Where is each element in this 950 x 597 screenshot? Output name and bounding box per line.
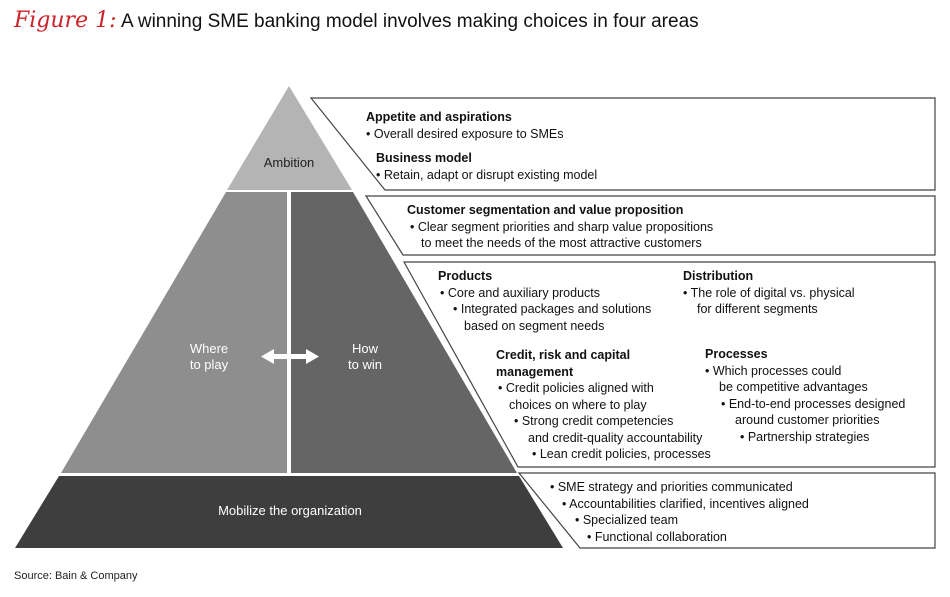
business-model-item: • Retain, adapt or disrupt existing mode… <box>376 167 598 182</box>
credit-item1-l2: choices on where to play <box>509 397 647 412</box>
pyramid-where-to-play-tier <box>61 192 287 473</box>
mobilize-label: Mobilize the organization <box>218 503 362 518</box>
figure-title: Figure 1: A winning SME banking model in… <box>14 8 699 33</box>
products-item1: • Core and auxiliary products <box>440 285 601 300</box>
products-item2-l2: based on segment needs <box>464 318 605 333</box>
segmentation-heading: Customer segmentation and value proposit… <box>407 203 684 217</box>
mobilize-box <box>517 472 936 549</box>
ambition-label: Ambition <box>263 155 315 170</box>
pyramid-how-to-win-tier <box>291 192 517 473</box>
credit-block: Credit, risk and capital management • Cr… <box>496 347 711 463</box>
pyramid-ambition-tier <box>227 86 352 190</box>
processes-item1-l2: be competitive advantages <box>719 380 868 394</box>
credit-heading-l1: Credit, risk and capital <box>496 348 631 362</box>
business-model-heading: Business model <box>376 151 472 165</box>
mobilize-item1: • SME strategy and priorities communicat… <box>550 480 793 494</box>
ambition-box <box>309 97 936 191</box>
credit-item2-l1: • Strong credit competencies <box>514 414 674 428</box>
mobilize-item4: • Functional collaboration <box>587 529 727 544</box>
products-item2-l1: • Integrated packages and solutions <box>453 302 652 316</box>
how-to-win-label: How to win <box>327 341 403 373</box>
segmentation-box-text: Customer segmentation and value proposit… <box>407 202 713 252</box>
distribution-line2: for different segments <box>697 302 818 316</box>
processes-heading: Processes <box>705 347 768 361</box>
appetite-heading: Appetite and aspirations <box>366 110 512 124</box>
source-note: Source: Bain & Company <box>14 570 138 582</box>
mobilize-item2: • Accountabilities clarified, incentives… <box>562 496 809 511</box>
processes-block: Processes • Which processes could be com… <box>705 346 905 445</box>
ambition-box-text: Appetite and aspirations • Overall desir… <box>366 109 564 142</box>
products-block: Products • Core and auxiliary products •… <box>438 268 651 334</box>
processes-item3: • Partnership strategies <box>740 429 870 444</box>
distribution-block: Distribution • The role of digital vs. p… <box>683 268 855 318</box>
segmentation-line1: • Clear segment priorities and sharp val… <box>410 219 714 234</box>
where-label-line1: Where <box>189 341 229 356</box>
pyramid-mobilize-tier <box>15 476 563 548</box>
figure-title-text: A winning SME banking model involves mak… <box>120 11 699 32</box>
processes-item2-l2: around customer priorities <box>735 413 880 427</box>
distribution-line1: • The role of digital vs. physical <box>683 285 855 300</box>
business-model-text: Business model • Retain, adapt or disrup… <box>376 150 597 183</box>
processes-item1-l1: • Which processes could <box>705 363 842 378</box>
products-heading: Products <box>438 269 493 283</box>
how-label-line1: How <box>351 341 378 356</box>
processes-item2-l1: • End-to-end processes designed <box>721 396 906 411</box>
credit-item2-l2: and credit-quality accountability <box>528 430 703 445</box>
how-to-win-box <box>402 261 936 468</box>
double-arrow-icon <box>261 349 319 364</box>
segmentation-box <box>364 195 936 256</box>
mobilize-box-text: • SME strategy and priorities communicat… <box>550 479 809 545</box>
where-to-play-label: Where to play <box>170 341 248 373</box>
where-label-line2: to play <box>189 357 229 372</box>
mobilize-item3: • Specialized team <box>575 513 679 527</box>
distribution-heading: Distribution <box>683 269 754 283</box>
credit-item3: • Lean credit policies, processes <box>532 447 711 461</box>
how-label-line2: to win <box>348 357 382 372</box>
figure-label: Figure 1: <box>14 8 117 33</box>
segmentation-line2: to meet the needs of the most attractive… <box>421 236 702 250</box>
credit-heading-l2: management <box>496 364 574 379</box>
appetite-item: • Overall desired exposure to SMEs <box>366 126 564 141</box>
credit-item1-l1: • Credit policies aligned with <box>498 381 654 395</box>
